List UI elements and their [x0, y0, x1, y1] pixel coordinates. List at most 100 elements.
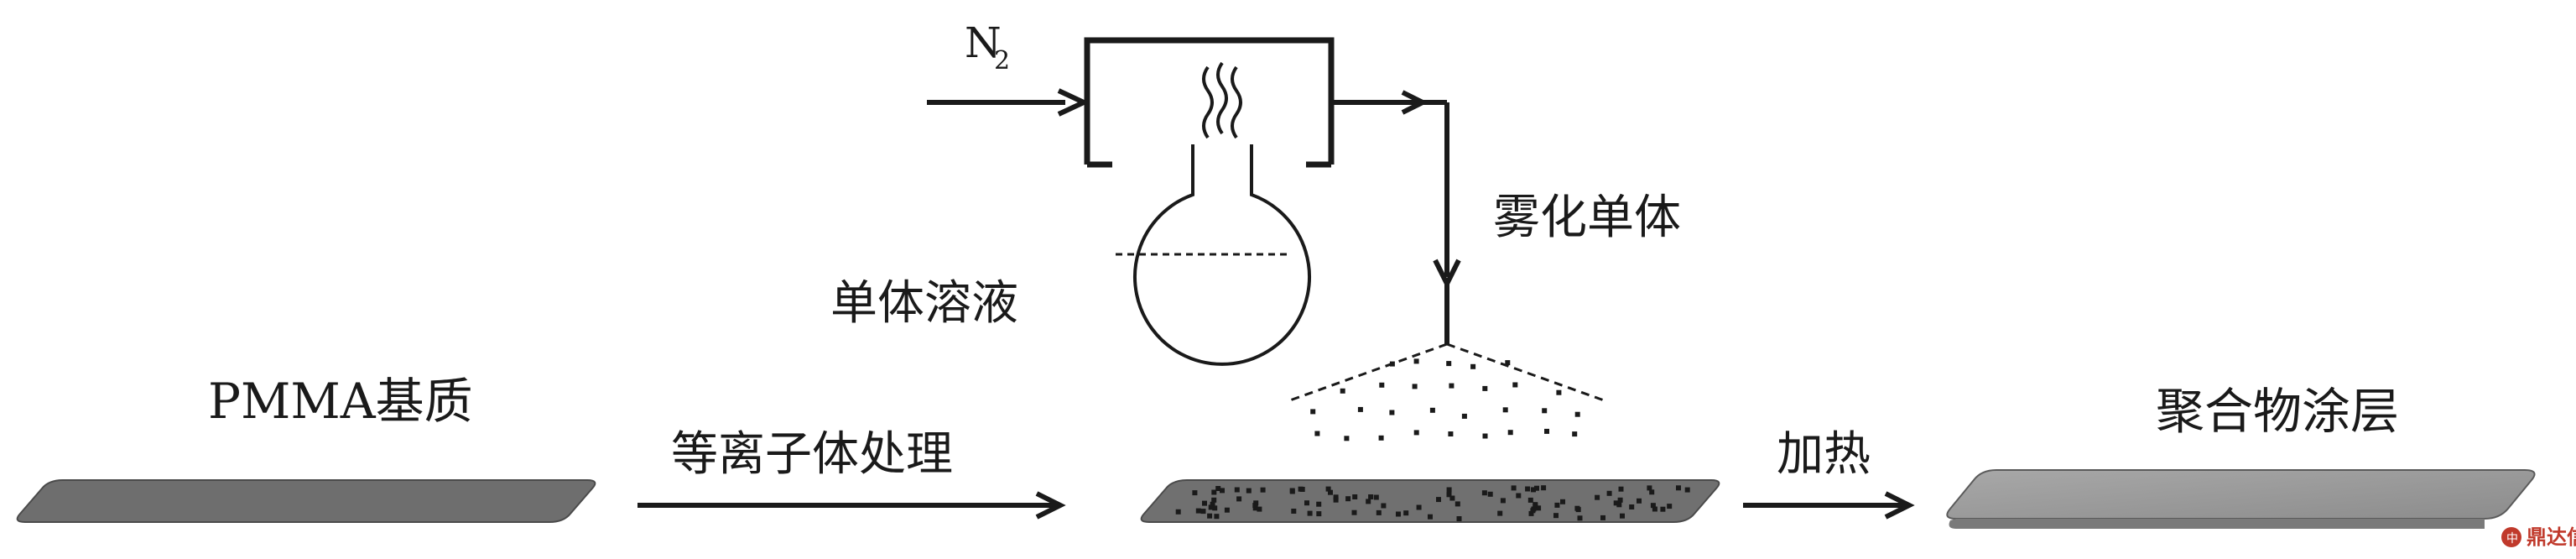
substrate-dot [1487, 491, 1493, 497]
substrate-dot [1200, 509, 1206, 515]
substrate-dot [1246, 488, 1252, 494]
spray-droplet [1470, 363, 1476, 369]
substrate-dot [1536, 505, 1542, 511]
substrate-dot [1553, 513, 1559, 519]
substrate-dot [1667, 504, 1673, 509]
substrate-dot [1516, 493, 1522, 499]
substrate-dot [1525, 486, 1531, 492]
spray-droplet [1482, 433, 1488, 439]
spray-droplet [1446, 361, 1452, 367]
substrate-dot [1554, 502, 1560, 508]
substrate-dot [1527, 497, 1533, 503]
substrate-dot [1328, 489, 1333, 495]
substrate-dot [1616, 502, 1622, 508]
spray-droplet [1429, 407, 1435, 413]
substrate-dot [1595, 494, 1600, 500]
substrate-dot [1511, 485, 1517, 491]
substrate-dot [1316, 501, 1322, 507]
spray-droplet [1574, 411, 1580, 417]
pmma-substrate-label: PMMA基质 [208, 373, 473, 430]
substrate-dot [1304, 500, 1309, 506]
substrate-dot [1208, 504, 1214, 510]
substrate-dot [1333, 494, 1339, 500]
spray-droplet [1512, 382, 1518, 388]
spray-droplet [1482, 385, 1488, 391]
substrate-dot [1252, 503, 1258, 509]
substrate-dot [1175, 509, 1181, 515]
substrate-dot [1381, 503, 1387, 509]
spray-droplet [1507, 430, 1513, 436]
substrate-dot [1345, 496, 1351, 502]
substrate-dot [1289, 488, 1295, 494]
substrate-dot [1649, 489, 1655, 495]
spray-droplet [1556, 389, 1562, 395]
substrate-dot [1606, 490, 1612, 496]
substrate-dot [1574, 505, 1580, 511]
substrate-dot [1676, 485, 1681, 491]
substrate-dot [1373, 494, 1379, 500]
spray-droplet [1389, 361, 1395, 367]
substrate-dot [1220, 488, 1225, 494]
substrate-dot [1192, 490, 1198, 496]
substrate-dot [1497, 510, 1503, 516]
spray-droplets [1310, 358, 1580, 441]
substrate-dot [1352, 494, 1358, 499]
substrate-dot [1577, 515, 1583, 521]
substrate-dot [1684, 487, 1690, 493]
substrate-dot [1560, 499, 1565, 504]
substrate-dot [1351, 509, 1357, 515]
substrate-dot [1202, 500, 1207, 506]
spray-droplet [1344, 436, 1350, 441]
flask-icon [1116, 144, 1311, 366]
substrate-dot [1298, 486, 1304, 492]
spray-droplet [1340, 388, 1345, 394]
spray-droplet [1461, 413, 1467, 419]
substrate-dot [1541, 485, 1547, 491]
spray-droplet [1378, 435, 1384, 441]
heating-label: 加热 [1777, 427, 1871, 482]
substrate-dot [1534, 485, 1539, 491]
substrate-dot [1533, 502, 1538, 508]
substrate-dot [1531, 487, 1536, 493]
spray-droplet [1310, 409, 1316, 415]
substrate-dot [1368, 494, 1374, 499]
spray-droplet [1448, 431, 1454, 436]
substrate-dot [1210, 501, 1215, 507]
plasma-treatment-arrow [637, 491, 1066, 520]
substrate-dot [1455, 501, 1460, 507]
atomizer-chamber [1084, 37, 1335, 165]
heating-arrow [1743, 491, 1915, 520]
coated-substrate [1946, 469, 2536, 529]
substrate-dot [1195, 508, 1201, 514]
spray-droplet [1544, 428, 1549, 434]
substrate-dot [1637, 498, 1642, 504]
spray-droplet [1413, 430, 1419, 436]
substrate-dot [1446, 492, 1452, 498]
substrate-dot [1456, 516, 1462, 521]
substrate-dot [1236, 496, 1242, 502]
spray-droplet [1412, 384, 1418, 389]
substrate-dot [1449, 495, 1455, 501]
substrate-dot [1403, 510, 1409, 516]
substrate-dot [1652, 506, 1657, 512]
substrate-dot [1396, 511, 1401, 517]
n2-inlet-arrow [927, 88, 1090, 117]
substrate-dot [1260, 487, 1266, 493]
substrate-dot [1207, 513, 1213, 519]
pmma-substrate [16, 479, 596, 523]
spray-droplet [1449, 383, 1455, 389]
spray-droplet [1542, 408, 1548, 414]
substrate-dot [1252, 505, 1258, 511]
spray-droplet [1379, 382, 1385, 388]
n2-subscript: 2 [994, 46, 1010, 76]
substrate-dot [1416, 504, 1422, 510]
substrate-dot [1224, 507, 1230, 513]
spray-droplet [1502, 407, 1508, 413]
spray-droplet [1413, 358, 1419, 364]
vapor-icon [1202, 61, 1242, 139]
substrate-dot [1528, 510, 1534, 516]
substrate-dot [1325, 486, 1331, 492]
polymer-coating-label: 聚合物涂层 [2156, 383, 2399, 440]
atomized-flow-arrow [1331, 90, 1461, 344]
substrate-dot [1212, 505, 1218, 511]
